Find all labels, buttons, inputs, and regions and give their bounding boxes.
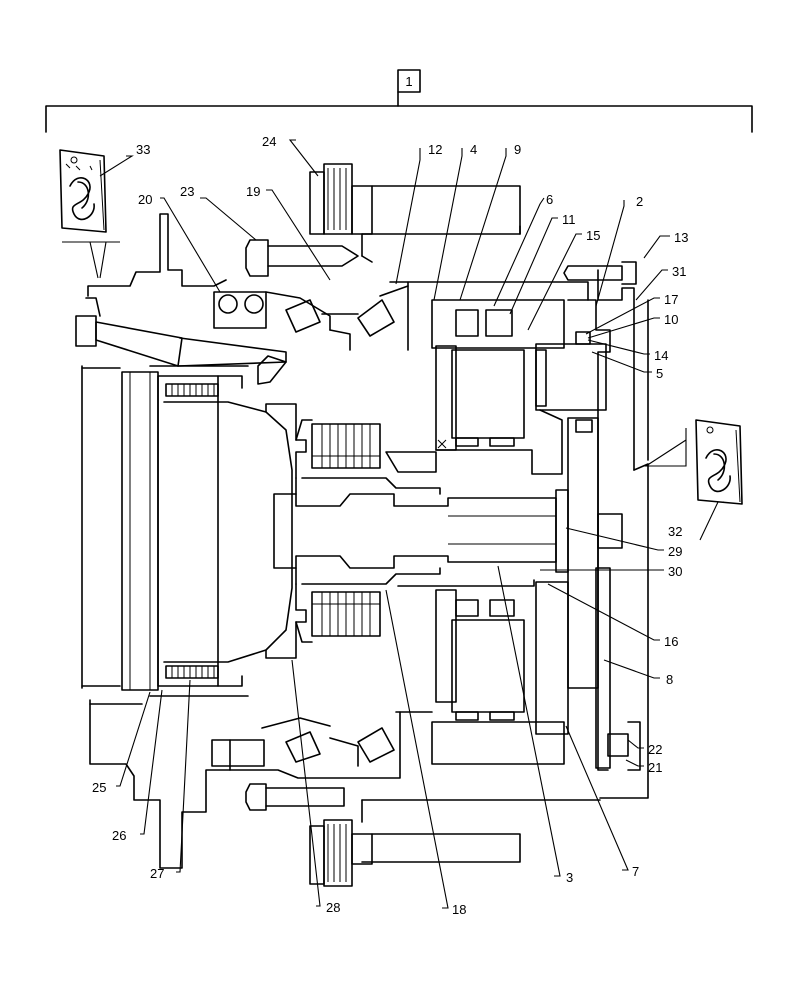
planet-gear-bottom	[395, 589, 565, 765]
housing	[81, 185, 649, 869]
ring-gear-bottom	[309, 819, 373, 887]
main-shaft	[273, 451, 557, 587]
callout-4: 4	[470, 142, 477, 157]
callout-17: 17	[664, 292, 678, 307]
callout-14: 14	[654, 348, 668, 363]
planet-carrier	[535, 299, 623, 771]
callout-15: 15	[586, 228, 600, 243]
callout-26: 26	[112, 828, 126, 843]
assembly-bracket: 1	[45, 69, 753, 133]
piston-hub	[265, 403, 313, 659]
bearing-top	[213, 285, 409, 351]
pin-rod	[75, 315, 287, 367]
callout-5: 5	[656, 366, 663, 381]
plug-5	[575, 331, 593, 433]
bolt-23	[245, 239, 359, 277]
callout-29: 29	[668, 544, 682, 559]
callout-13: 13	[674, 230, 688, 245]
bearing-bottom	[211, 711, 401, 779]
callout-27: 27	[150, 866, 164, 881]
bolt-13	[563, 261, 637, 285]
assembly-label: 1	[405, 74, 412, 89]
callout-7: 7	[632, 864, 639, 879]
callout-33: 33	[136, 142, 150, 157]
spline-teeth-top	[165, 383, 219, 397]
bolt-bottom	[245, 783, 345, 811]
callout-30: 30	[668, 564, 682, 579]
callout-32: 32	[668, 524, 682, 539]
planet-gear-top	[431, 299, 565, 475]
callout-3: 3	[566, 870, 573, 885]
callout-23: 23	[180, 184, 194, 199]
callout-labels: 33 24 12 4 9 20 23 19 6 2 11 15 13 31 17…	[92, 134, 688, 917]
callout-16: 16	[664, 634, 678, 649]
callout-8: 8	[666, 672, 673, 687]
callout-6: 6	[546, 192, 553, 207]
callout-24: 24	[262, 134, 276, 149]
leader-lines	[99, 139, 724, 909]
spline-teeth-bottom	[165, 665, 219, 679]
plug-22	[607, 721, 641, 771]
callout-28: 28	[326, 900, 340, 915]
callout-2: 2	[636, 194, 643, 209]
lubricant-bag-icon	[59, 149, 107, 233]
callout-11: 11	[562, 212, 576, 227]
ring-gear-top	[309, 163, 373, 235]
lubricant-bag-icon	[695, 419, 743, 505]
friction-discs-top	[311, 423, 381, 469]
friction-discs-bottom	[311, 591, 381, 637]
callout-18: 18	[452, 902, 466, 917]
callout-12: 12	[428, 142, 442, 157]
callout-21: 21	[648, 760, 662, 775]
callout-22: 22	[648, 742, 662, 757]
callout-31: 31	[672, 264, 686, 279]
callout-9: 9	[514, 142, 521, 157]
callout-25: 25	[92, 780, 106, 795]
callout-10: 10	[664, 312, 678, 327]
callout-20: 20	[138, 192, 152, 207]
callout-19: 19	[246, 184, 260, 199]
brake-drum	[121, 355, 293, 697]
